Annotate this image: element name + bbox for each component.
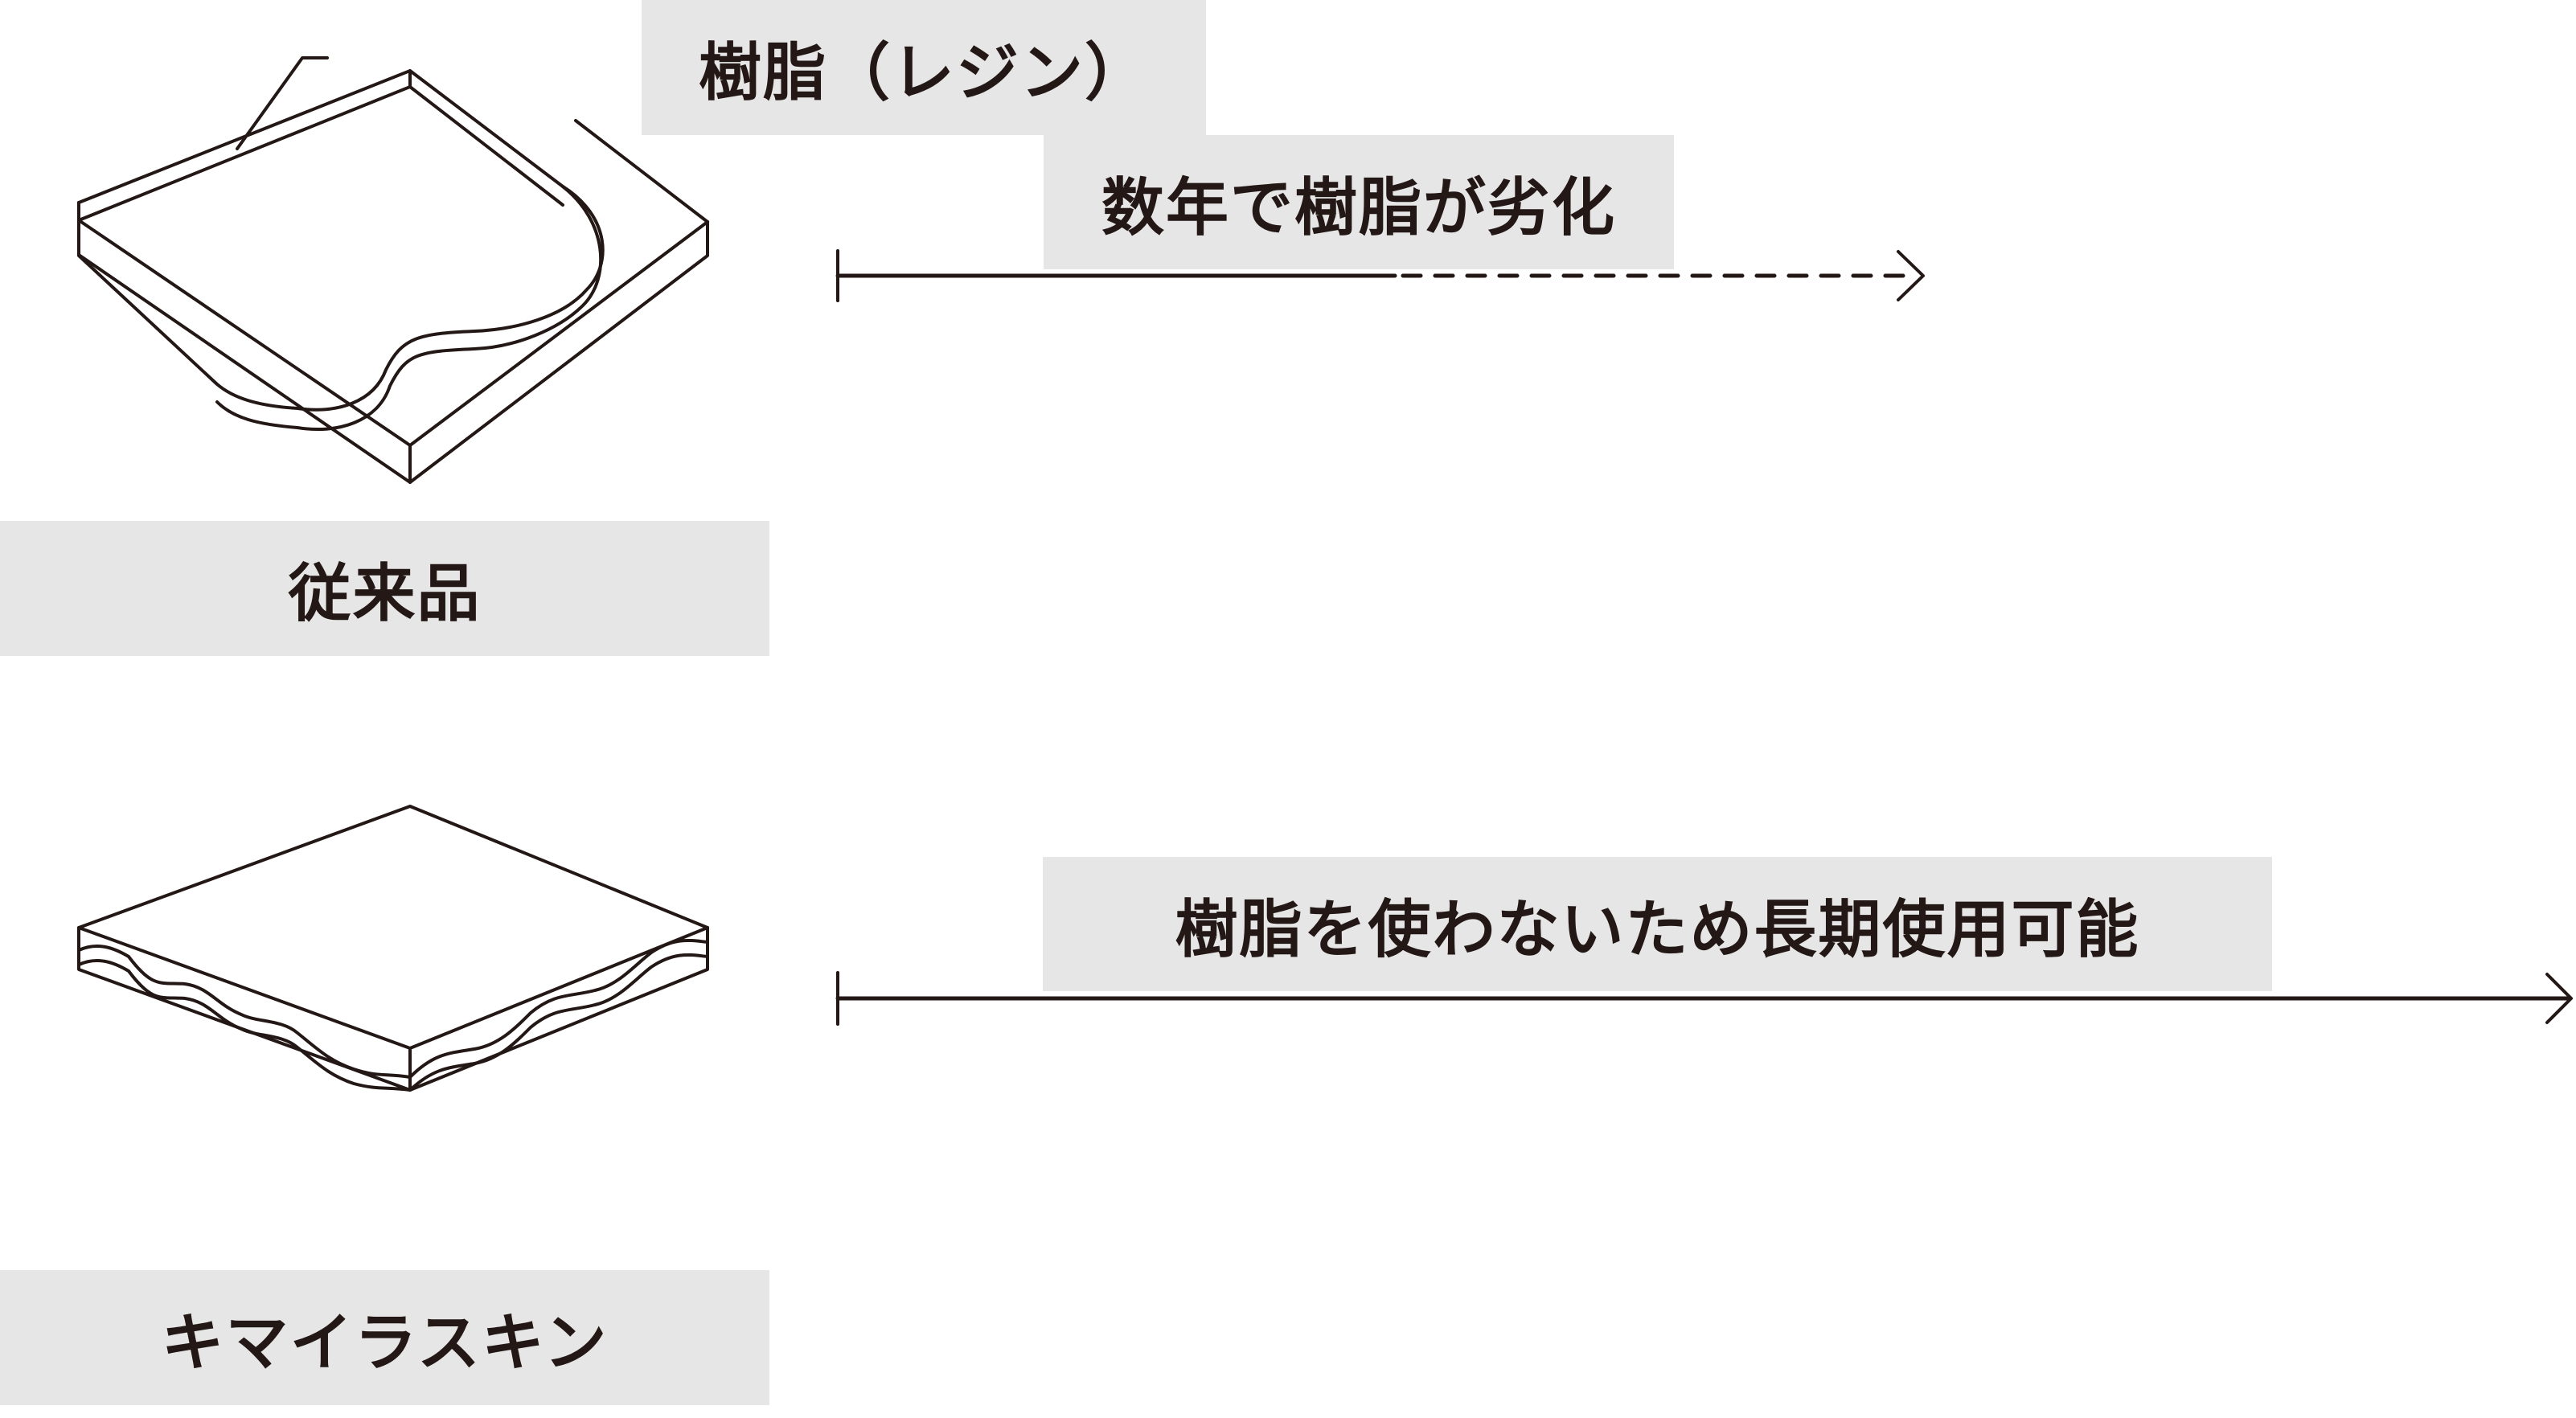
slab-back-edges [77, 119, 709, 223]
wave-layer-right-upper [408, 939, 709, 1079]
slab-left-side [77, 219, 412, 484]
wave-layer-left-upper [77, 944, 412, 1079]
slab-top-face [77, 219, 709, 447]
slab-left-side [77, 926, 412, 1092]
timeline-arrow-head [1897, 250, 1925, 301]
degradation-note-text: 数年で樹脂が劣化 [1101, 171, 1616, 244]
resin-callout-leader [236, 56, 329, 150]
resin-callout-text: 樹脂（レジン） [698, 37, 1149, 109]
conventional-product-name: 従来品 [288, 558, 482, 630]
chimera-skin-timeline [835, 971, 2573, 1026]
wave-layer-right-lower [408, 953, 709, 1092]
resin-callout-label: 樹脂（レジン） [642, 0, 1206, 135]
degradation-note-label: 数年で樹脂が劣化 [1044, 135, 1674, 269]
conventional-slab-illustration [77, 56, 709, 484]
long-term-use-note-text: 樹脂を使わないため長期使用可能 [1175, 893, 2140, 966]
conventional-timeline [835, 249, 1925, 302]
slab-top-face [77, 805, 709, 1050]
chimera-skin-slab-illustration [77, 805, 709, 1092]
wave-layer-left-lower [77, 958, 412, 1092]
conventional-product-label: 従来品 [0, 521, 769, 656]
resin-layer-thickness [215, 185, 603, 432]
chimera-skin-product-label: キマイラスキン [0, 1270, 769, 1405]
timeline-arrow-head [2545, 973, 2573, 1024]
resin-layer-inner [77, 85, 564, 222]
slab-right-side [408, 220, 709, 484]
long-term-use-note-label: 樹脂を使わないため長期使用可能 [1043, 857, 2272, 991]
chimera-skin-product-name: キマイラスキン [161, 1307, 609, 1379]
